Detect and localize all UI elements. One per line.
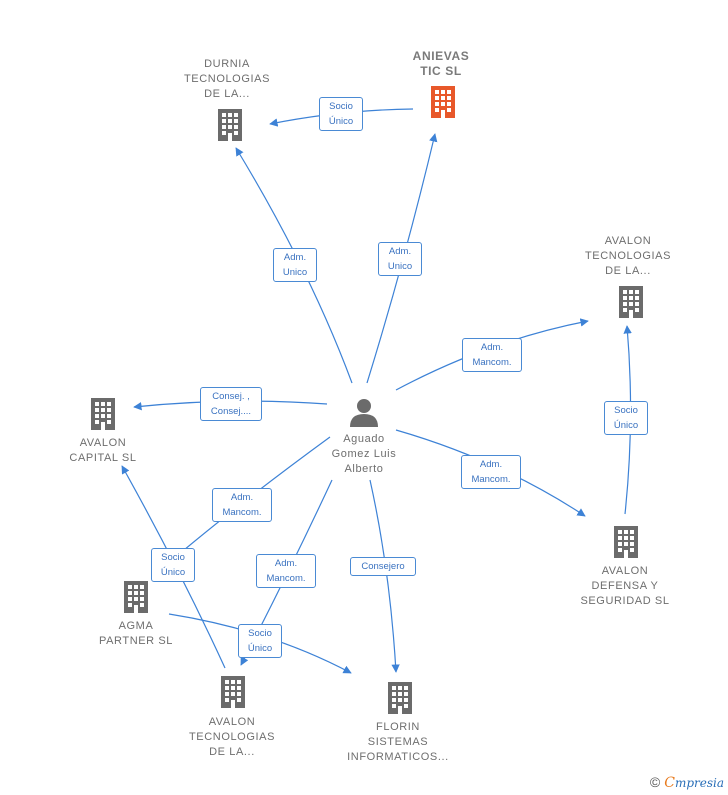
edge-center-florin <box>369 479 400 673</box>
avalon-capital-building-icon[interactable] <box>88 396 118 432</box>
person-icon[interactable] <box>348 396 380 428</box>
edge-label-center-anievas: Adm. Unico <box>378 242 422 276</box>
durnia-label[interactable]: DURNIA TECNOLOGIAS DE LA... <box>183 58 271 100</box>
brand-footer[interactable]: ©Cmpresia <box>650 774 724 791</box>
avalon-tec-bottom-label[interactable]: AVALON TECNOLOGIAS DE LA... <box>188 716 276 758</box>
edge-label-center-florin: Consejero <box>350 557 416 576</box>
florin-label[interactable]: FLORIN SISTEMAS INFORMATICOS... <box>347 721 449 763</box>
edge-label-defensa-avalon-tec-right: Socio Único <box>604 401 648 435</box>
edge-label-center-avalon-tec-right: Adm. Mancom. <box>462 338 522 372</box>
edge-label-anievas-durnia: Socio Único <box>319 97 363 131</box>
edge-label-agma-florin: Socio Único <box>238 624 282 658</box>
avalon-tec-right-label[interactable]: AVALON TECNOLOGIAS DE LA... <box>584 235 672 277</box>
edge-label-center-agma: Adm. Mancom. <box>212 488 272 522</box>
brand-logo-first-letter: C <box>664 775 675 791</box>
edge-label-center-durnia: Adm. Unico <box>273 248 317 282</box>
anievas-label[interactable]: ANIEVAS TIC SL <box>412 49 470 78</box>
avalon-tec-right-building-icon[interactable] <box>616 284 646 320</box>
edge-label-center-avalon-capital: Consej. , Consej.... <box>200 387 262 421</box>
edge-label-center-avalon-tec-bottom: Adm. Mancom. <box>256 554 316 588</box>
durnia-building-icon[interactable] <box>215 107 245 143</box>
copyright-symbol: © <box>649 774 661 790</box>
avalon-defensa-building-icon[interactable] <box>611 524 641 560</box>
agma-label[interactable]: AGMA PARTNER SL <box>98 620 174 647</box>
avalon-tec-bottom-building-icon[interactable] <box>218 674 248 710</box>
agma-building-icon[interactable] <box>121 579 151 615</box>
avalon-defensa-label[interactable]: AVALON DEFENSA Y SEGURIDAD SL <box>580 565 670 607</box>
avalon-capital-label[interactable]: AVALON CAPITAL SL <box>69 437 137 464</box>
edge-label-center-avalon-defensa: Adm. Mancom. <box>461 455 521 489</box>
florin-building-icon[interactable] <box>385 680 415 716</box>
edge-label-tec-bottom-avalon-capital: Socio Único <box>151 548 195 582</box>
brand-logo-rest: mpresia <box>674 776 724 790</box>
center-person-label[interactable]: Aguado Gomez Luis Alberto <box>331 433 397 475</box>
anievas-building-icon[interactable] <box>428 84 458 120</box>
